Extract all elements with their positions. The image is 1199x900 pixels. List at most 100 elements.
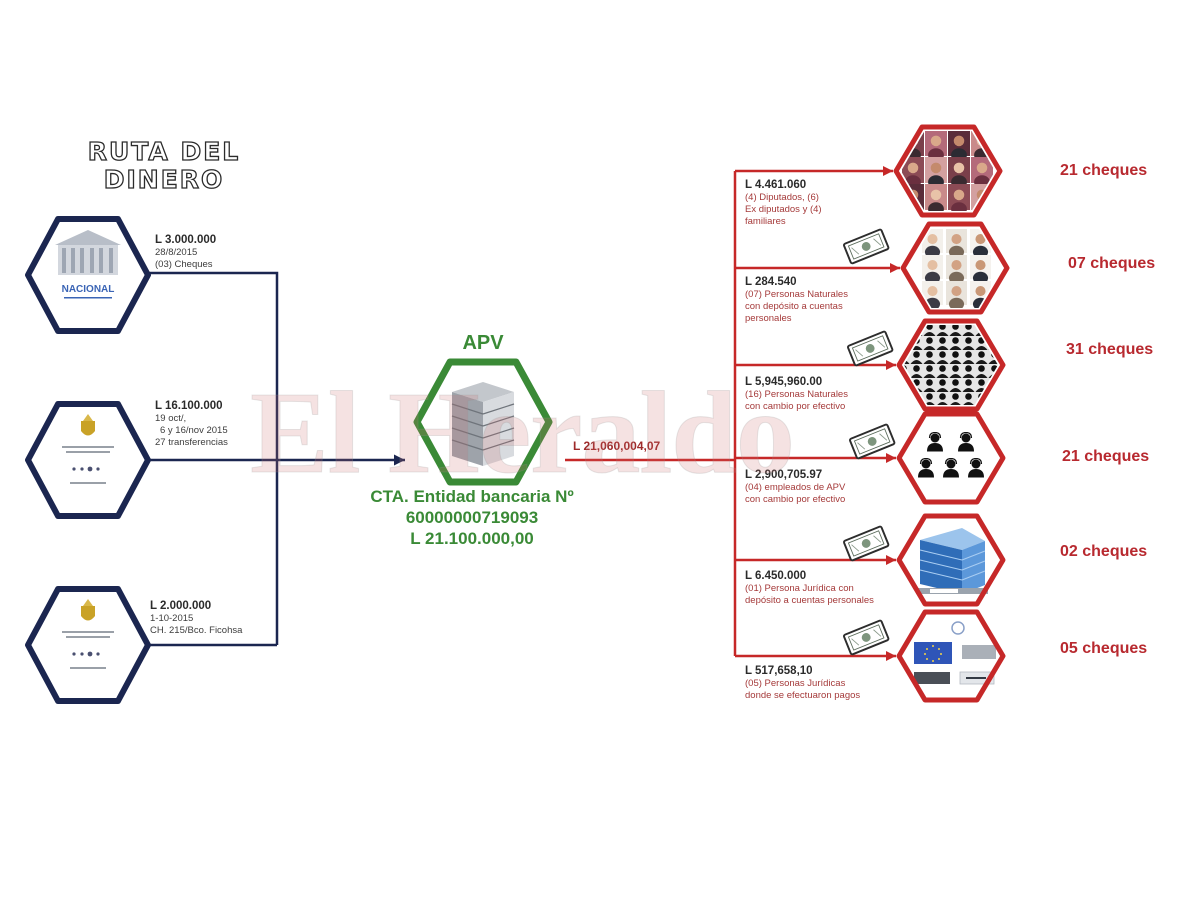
money-bill-icon [848, 423, 896, 460]
server-stack-icon [451, 382, 515, 466]
emblem-icon [81, 606, 95, 621]
source-3-details: L 2.000.000 1-10-2015 CH. 215/Bco. Ficoh… [150, 600, 242, 637]
destination-2-hexagon [900, 221, 1010, 315]
title-line-1: RUTA DEL [87, 137, 241, 166]
crowd-icon [904, 325, 998, 405]
destination-6-line-1: (05) Personas Jurídicas [745, 678, 846, 689]
logo-dots [72, 651, 100, 657]
destination-4-amount: L 2,900,705.97 [745, 469, 823, 481]
destination-6-amount: L 517,658,10 [745, 665, 813, 677]
destination-3-line-2: con cambio por efectivo [745, 401, 846, 412]
photo-face [930, 135, 942, 147]
destination-2-details: L 284.540 (07) Personas Naturales con de… [745, 276, 848, 325]
photo-face [927, 286, 938, 297]
destination-2-line-3: personales [745, 313, 792, 324]
destination-3-line-1: (16) Personas Naturales [745, 389, 848, 400]
logo-text-line [70, 667, 106, 669]
coat-of-arms-logo [62, 599, 114, 669]
money-bill-icon [842, 525, 890, 562]
building-right-face [962, 541, 985, 594]
source-2-date: 19 oct/, [155, 413, 187, 424]
photo-face [930, 162, 942, 174]
source-1-details: L 3.000.000 28/8/2015 (03) Cheques [155, 234, 216, 271]
source-3-date: 1-10-2015 [150, 613, 194, 624]
person-icon [917, 458, 935, 478]
people-icons [917, 432, 985, 478]
source-2-details: L 16.100.000 19 oct/, 6 y 16/nov 2015 27… [155, 400, 228, 449]
emblem-crest [83, 414, 93, 421]
source-3-amount: L 2.000.000 [150, 600, 212, 612]
logo-dots [72, 466, 100, 472]
destination-2-line-2: con depósito a cuentas [745, 301, 843, 312]
destination-hexagons [893, 124, 1010, 703]
photo-face [953, 135, 965, 147]
person-icon [967, 458, 985, 478]
photo-shoulders [948, 297, 965, 308]
server-drawers [451, 403, 515, 451]
destination-3-details: L 5,945,960.00 (16) Personas Naturales c… [745, 376, 848, 413]
coat-of-arms-logo [62, 414, 114, 484]
photo-tile [946, 281, 967, 308]
light-logo-mark [966, 677, 986, 679]
destination-1-line-2: Ex diputados y (4) [745, 204, 822, 215]
connector-source-1 [148, 271, 279, 645]
photo-face [976, 162, 988, 174]
photo-face [975, 234, 986, 245]
photo-shoulders [928, 202, 944, 211]
source-3-note: CH. 215/Bco. Ficohsa [150, 625, 243, 636]
account-number: 60000000719093 [405, 508, 539, 527]
photo-face [975, 260, 986, 271]
photo-tile [948, 157, 970, 189]
round-logo-icon [951, 621, 965, 635]
logo-text-line [66, 451, 110, 453]
source-1-note: (03) Cheques [155, 259, 213, 270]
logo-text-line [70, 482, 106, 484]
destination-1-cheques: 21 cheques [1060, 162, 1148, 179]
apv-label: APV [462, 332, 504, 354]
destination-5-amount: L 6.450.000 [745, 570, 807, 582]
photo-tile [922, 281, 943, 308]
company-logos [914, 621, 996, 685]
inflow-connectors [148, 271, 405, 647]
photo-face [930, 189, 942, 201]
photo-face [975, 286, 986, 297]
source-1-amount: L 3.000.000 [155, 234, 217, 246]
logo-text-line [62, 446, 114, 448]
logo-text-line [62, 631, 114, 633]
title-line-2: DINERO [103, 165, 225, 194]
outflow-connectors [565, 166, 900, 661]
person-icon [942, 458, 960, 478]
photo-face [951, 260, 962, 271]
destination-3-cheques: 31 cheques [1066, 341, 1154, 358]
photo-tile [946, 229, 967, 259]
source-3-hexagon [25, 586, 151, 704]
office-building-icon [916, 528, 988, 594]
destination-6-details: L 517,658,10 (05) Personas Jurídicas don… [745, 665, 860, 702]
building-sign [930, 589, 958, 593]
destination-2-line-1: (07) Personas Naturales [745, 289, 848, 300]
destination-6-line-2: donde se efectuaron pagos [745, 690, 861, 701]
building-windows [919, 549, 986, 581]
gray-logo [962, 645, 996, 659]
destination-1-line-1: (4) Diputados, (6) [745, 192, 819, 203]
building-columns [62, 248, 113, 273]
photo-face [907, 162, 919, 174]
destination-1-details: L 4.461.060 (4) Diputados, (6) Ex diputa… [745, 179, 822, 228]
photo-face [951, 234, 962, 245]
money-bill-icon [846, 330, 894, 367]
destination-4-cheques: 21 cheques [1062, 448, 1150, 465]
destination-2-amount: L 284.540 [745, 276, 797, 288]
dark-logo [914, 672, 950, 684]
destination-1-line-3: familiares [745, 216, 786, 227]
destination-5-line-1: (01) Persona Jurídica con [745, 583, 854, 594]
destination-2-cheques: 07 cheques [1068, 255, 1156, 272]
money-bill-icon [842, 228, 890, 265]
diagram-title: RUTA DEL DINERO [66, 137, 262, 194]
photo-tile [925, 184, 947, 211]
building-body [58, 245, 118, 275]
building-top [920, 528, 985, 550]
destination-5-line-2: depósito a cuentas personales [745, 595, 874, 606]
outflow-total: L 21,060,004,07 [573, 439, 661, 453]
